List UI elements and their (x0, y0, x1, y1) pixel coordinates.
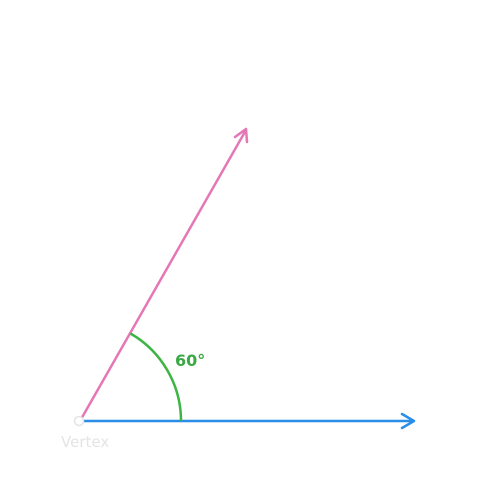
vertex-label: Vertex (61, 433, 109, 451)
angle-arc (129, 332, 183, 422)
angled-ray-arrowhead (233, 127, 249, 144)
angle-label: 60° (175, 351, 205, 370)
angled-ray (78, 128, 248, 423)
vertex-point (73, 415, 85, 427)
horizontal-ray-arrowhead (400, 412, 416, 430)
